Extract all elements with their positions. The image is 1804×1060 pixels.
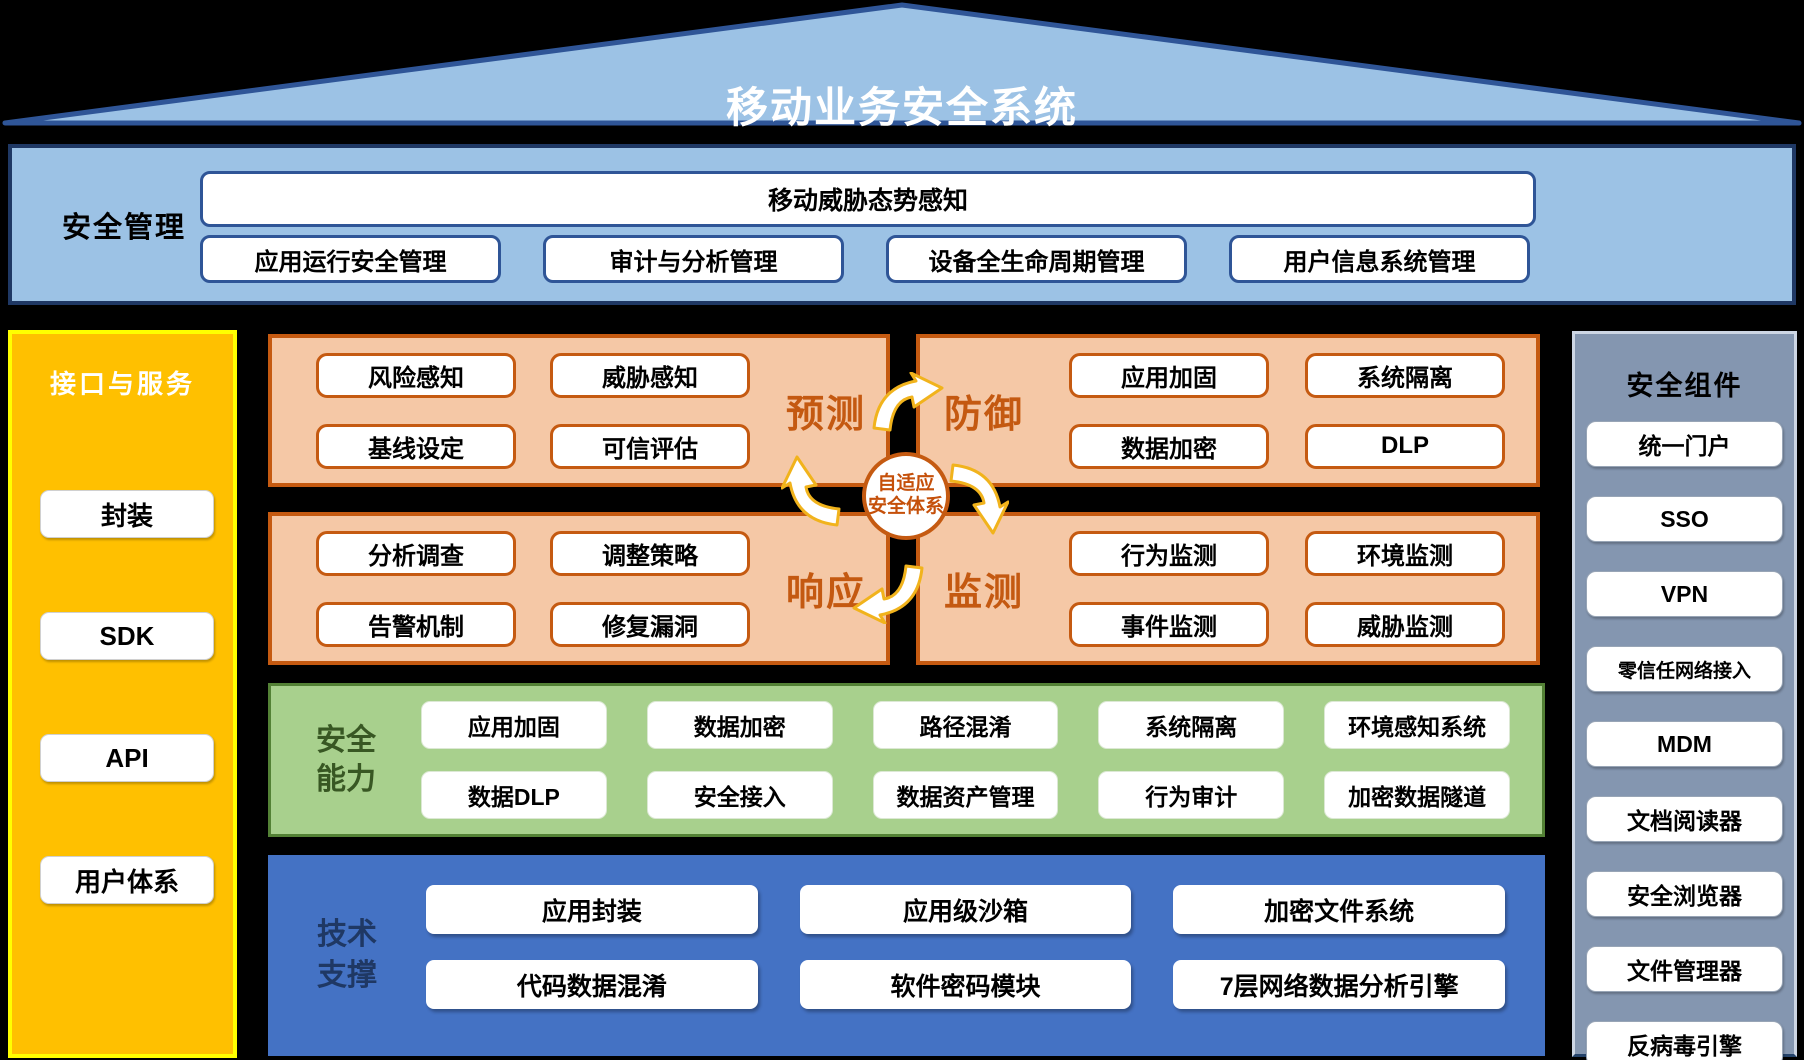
quadrant-item: 可信评估: [550, 423, 750, 469]
capabilities-item: 路径混淆: [872, 701, 1059, 749]
capabilities-item: 数据资产管理: [872, 771, 1059, 819]
components-list: 统一门户 SSO VPN 零信任网络接入 MDM 文档阅读器 安全浏览器 文件管…: [1575, 421, 1794, 1060]
technology-item: 应用级沙箱: [799, 885, 1132, 934]
quadrant-item: 调整策略: [550, 530, 750, 576]
page-title: 移动业务安全系统: [725, 84, 1078, 131]
quadrant-monitor: 监测 行为监测 环境监测 事件监测 威胁监测: [916, 512, 1540, 665]
roof-triangle: [2, 2, 1802, 126]
quadrant-item: 应用加固: [1069, 352, 1269, 398]
adaptive-center-line1: 自适应: [877, 473, 935, 495]
interfaces-item: 封装: [40, 490, 214, 538]
quadrant-item: 分析调查: [316, 530, 516, 576]
quadrant-item: 环境监测: [1305, 530, 1505, 576]
quadrant-item: 威胁感知: [550, 352, 750, 398]
capabilities-item: 安全接入: [646, 771, 833, 819]
management-item: 设备全生命周期管理: [886, 235, 1187, 283]
technology-band-label: 技术 支撑: [268, 915, 426, 996]
capabilities-item: 加密数据隧道: [1324, 771, 1510, 819]
interfaces-sidebar: 接口与服务 封装 SDK API 用户体系: [8, 330, 237, 1058]
interfaces-item: SDK: [40, 612, 214, 660]
interfaces-item: 用户体系: [40, 856, 214, 904]
quadrant-item: 基线设定: [316, 423, 516, 469]
management-row: 应用运行安全管理 审计与分析管理 设备全生命周期管理 用户信息系统管理: [200, 235, 1530, 283]
quadrant-item: 行为监测: [1069, 530, 1269, 576]
quadrant-label-predict: 预测: [785, 394, 866, 436]
technology-item: 应用封装: [426, 885, 758, 934]
management-band: 安全管理 移动威胁态势感知 应用运行安全管理 审计与分析管理 设备全生命周期管理…: [8, 144, 1796, 305]
components-item: 安全浏览器: [1586, 871, 1783, 917]
quadrant-item: 威胁监测: [1305, 601, 1505, 647]
capabilities-band-label: 安全 能力: [271, 721, 421, 799]
capabilities-item: 应用加固: [421, 701, 607, 749]
capabilities-band: 安全 能力 应用加固 数据加密 路径混淆 系统隔离 环境感知系统 数据DLP 安…: [268, 683, 1545, 837]
quadrant-label-respond: 响应: [785, 572, 866, 614]
capabilities-item: 行为审计: [1098, 771, 1285, 819]
components-item: SSO: [1586, 496, 1783, 542]
management-band-label: 安全管理: [62, 211, 187, 244]
adaptive-center-line2: 安全体系: [867, 496, 944, 517]
components-item: MDM: [1586, 721, 1783, 767]
adaptive-center-badge: 自适应 安全体系: [862, 452, 950, 540]
components-item: VPN: [1586, 571, 1783, 617]
capabilities-item: 环境感知系统: [1324, 701, 1510, 749]
quadrant-monitor-grid: 行为监测 环境监测 事件监测 威胁监测: [1069, 516, 1505, 661]
management-item: 审计与分析管理: [543, 235, 844, 283]
quadrant-respond-grid: 分析调查 调整策略 告警机制 修复漏洞: [316, 516, 750, 661]
capabilities-item: 数据加密: [646, 701, 833, 749]
threat-awareness-box: 移动威胁态势感知: [200, 171, 1536, 227]
components-item: 文件管理器: [1586, 946, 1783, 992]
quadrant-item: 告警机制: [316, 601, 516, 647]
capabilities-item: 系统隔离: [1098, 701, 1285, 749]
quadrant-item: 事件监测: [1069, 601, 1269, 647]
components-item: 零信任网络接入: [1586, 646, 1783, 692]
technology-band: 技术 支撑 应用封装 应用级沙箱 加密文件系统 代码数据混淆 软件密码模块 7层…: [268, 855, 1545, 1056]
quadrant-label-defend: 防御: [944, 394, 1025, 436]
components-item: 文档阅读器: [1586, 796, 1783, 842]
management-item: 用户信息系统管理: [1229, 235, 1530, 283]
capabilities-label-line2: 能力: [316, 763, 376, 796]
components-item: 反病毒引擎: [1586, 1021, 1783, 1060]
quadrant-item: 系统隔离: [1305, 352, 1505, 398]
cycle-arrow-left-icon: [781, 455, 841, 527]
technology-item: 加密文件系统: [1173, 885, 1505, 934]
capabilities-grid: 应用加固 数据加密 路径混淆 系统隔离 环境感知系统 数据DLP 安全接入 数据…: [421, 701, 1542, 819]
technology-item: 软件密码模块: [799, 960, 1132, 1009]
quadrant-item: 修复漏洞: [550, 601, 750, 647]
quadrant-label-monitor: 监测: [944, 572, 1025, 614]
technology-label-line1: 技术: [317, 918, 377, 951]
technology-label-line2: 支撑: [317, 958, 377, 992]
capabilities-item: 数据DLP: [421, 771, 607, 819]
technology-grid: 应用封装 应用级沙箱 加密文件系统 代码数据混淆 软件密码模块 7层网络数据分析…: [426, 855, 1545, 1056]
technology-item: 代码数据混淆: [426, 960, 758, 1009]
quadrant-defend: 防御 应用加固 系统隔离 数据加密 DLP: [916, 334, 1540, 487]
quadrant-item: DLP: [1305, 423, 1505, 469]
quadrant-respond: 分析调查 调整策略 告警机制 修复漏洞 响应: [268, 512, 890, 665]
quadrant-predict-grid: 风险感知 威胁感知 基线设定 可信评估: [316, 338, 750, 483]
components-item: 统一门户: [1586, 421, 1783, 467]
cycle-arrow-top-icon: [872, 372, 944, 432]
quadrant-item: 数据加密: [1069, 423, 1269, 469]
capabilities-label-line1: 安全: [316, 724, 376, 757]
components-sidebar-title: 安全组件: [1626, 371, 1743, 401]
technology-item: 7层网络数据分析引擎: [1173, 960, 1505, 1009]
quadrant-item: 风险感知: [316, 352, 516, 398]
interfaces-sidebar-title: 接口与服务: [49, 369, 195, 399]
quadrant-predict: 风险感知 威胁感知 基线设定 可信评估 预测: [268, 334, 890, 487]
cycle-arrow-right-icon: [949, 463, 1009, 535]
management-item: 应用运行安全管理: [200, 235, 501, 283]
components-sidebar: 安全组件 统一门户 SSO VPN 零信任网络接入 MDM 文档阅读器 安全浏览…: [1572, 331, 1797, 1060]
cycle-arrow-bottom-icon: [852, 564, 924, 624]
interfaces-item: API: [40, 734, 214, 782]
quadrant-defend-grid: 应用加固 系统隔离 数据加密 DLP: [1069, 338, 1505, 483]
